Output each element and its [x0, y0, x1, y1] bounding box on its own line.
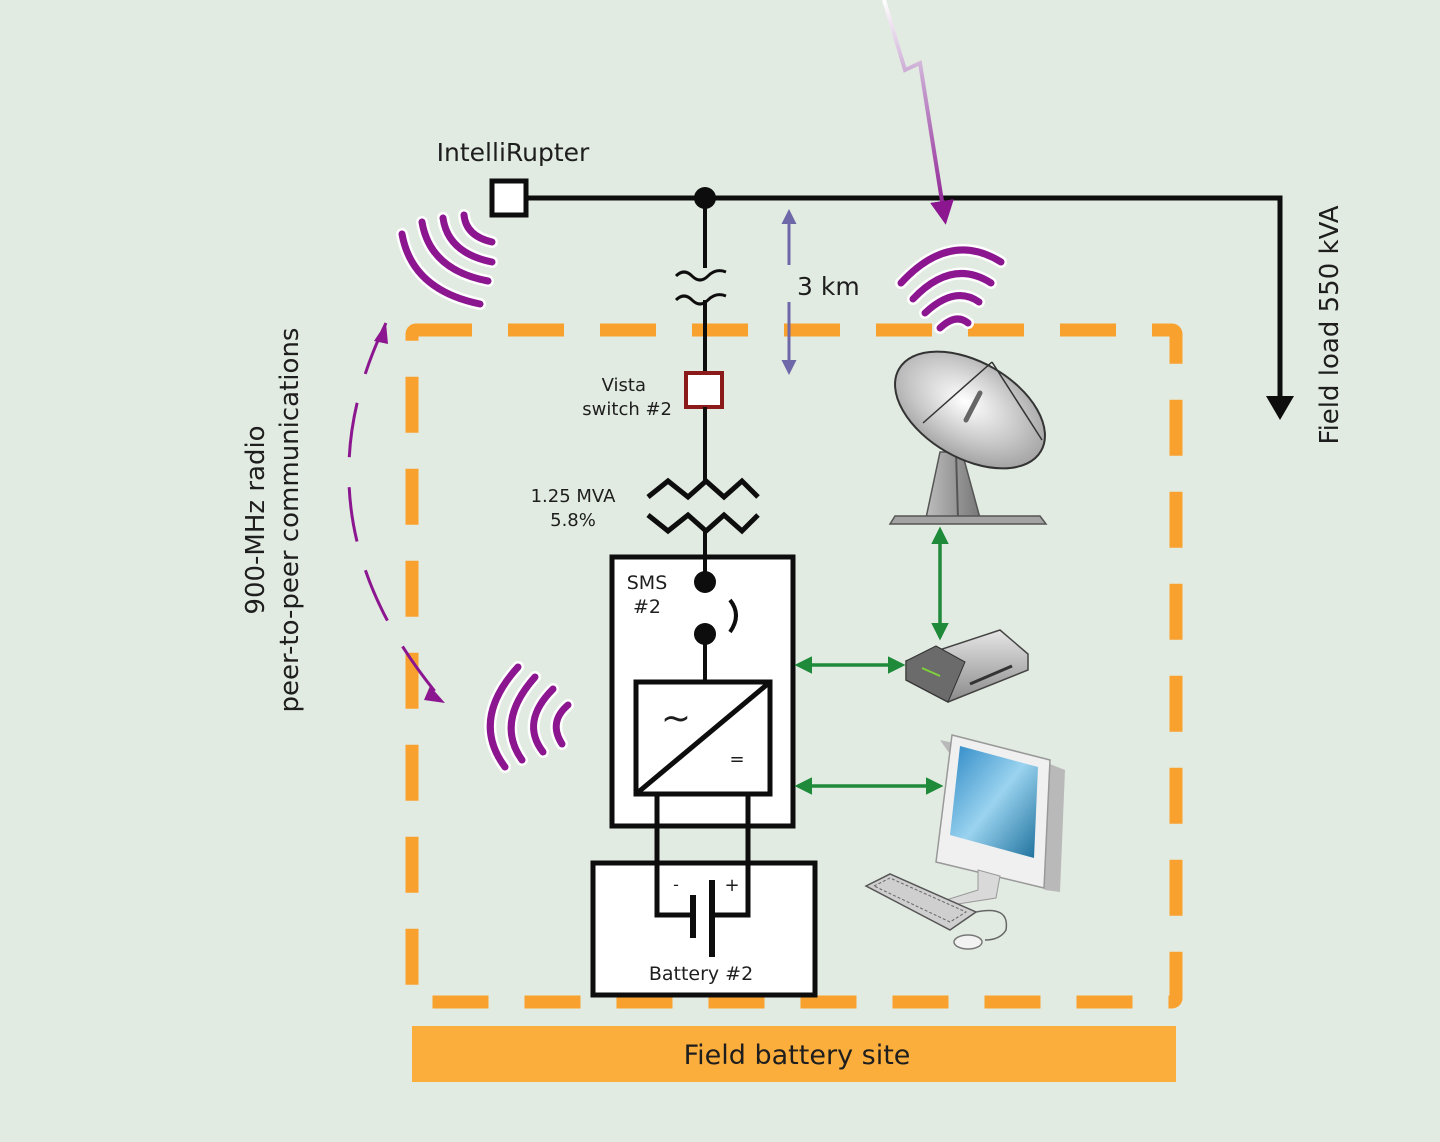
field-load-label: Field load 550 kVA — [1315, 205, 1345, 444]
breaker-contact-top — [694, 571, 716, 593]
computer-icon — [864, 734, 1065, 950]
arc-arrowhead-down — [424, 686, 445, 703]
feeder-line — [85, 195, 1294, 420]
battery-minus-label: - — [673, 875, 679, 894]
battery-label: Battery #2 — [649, 963, 753, 985]
distance-indicator: 3 km — [781, 209, 860, 375]
field-load-label-group: Field load 550 kVA — [1315, 205, 1345, 444]
transformer-rating-label: 1.25 MVA — [531, 486, 616, 507]
sms-label-line2: #2 — [633, 596, 661, 618]
site-label-bar: Field battery site — [412, 1026, 1176, 1082]
modem-icon — [905, 629, 1029, 703]
distance-break-symbol — [674, 269, 727, 306]
inverter-ac-symbol: ~ — [661, 698, 691, 739]
radio-comms-line1: 900-MHz radio — [241, 425, 271, 614]
field-load-arrow — [1266, 396, 1294, 420]
distance-label: 3 km — [797, 272, 860, 301]
battery-plus-label: + — [724, 875, 739, 896]
vista-switch: Vista switch #2 — [582, 371, 724, 420]
vista-switch-label-line2: switch #2 — [582, 399, 672, 420]
site-label: Field battery site — [684, 1040, 911, 1071]
site-boundary — [405, 323, 1183, 1009]
satellite-dish-icon — [888, 350, 1048, 525]
radio-wave-icon-site — [484, 661, 574, 773]
transformer-impedance-label: 5.8% — [550, 510, 596, 531]
radio-comms-label: 900-MHz radio peer-to-peer communication… — [241, 328, 305, 713]
breaker-arc — [728, 598, 738, 634]
intellirupter-switch: IntelliRupter — [437, 138, 590, 218]
vista-switch-label-line1: Vista — [602, 375, 646, 396]
inverter: ~ = — [633, 679, 773, 797]
radio-comms-line2: peer-to-peer communications — [275, 328, 305, 713]
inverter-dc-symbol: = — [729, 749, 744, 770]
radio-wave-icon-satellite — [895, 244, 1007, 334]
sms-label-line1: SMS — [627, 572, 668, 594]
arc-arrowhead-up — [374, 323, 388, 344]
lightning-signal-icon — [882, 0, 954, 225]
transformer: 1.25 MVA 5.8% — [531, 477, 760, 535]
battery-enclosure: - + Battery #2 — [590, 860, 818, 998]
radio-wave-icon-intellirupter — [396, 209, 498, 310]
peer-to-peer-arc — [347, 322, 444, 701]
intellirupter-label: IntelliRupter — [437, 138, 590, 167]
